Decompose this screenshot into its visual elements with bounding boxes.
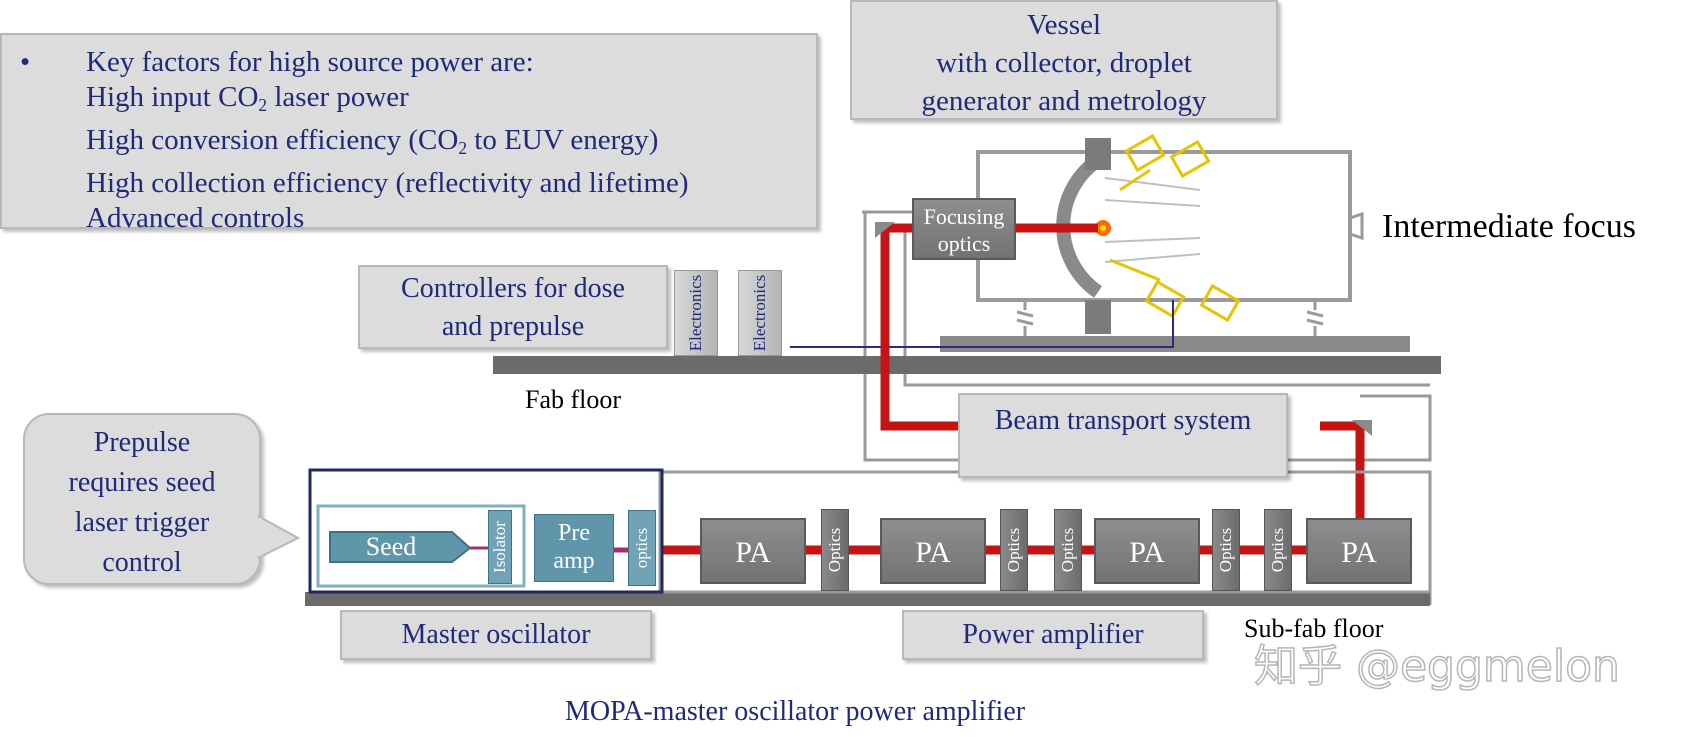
key-factor-3: High collection efficiency (reflectivity… xyxy=(86,167,689,200)
bullet: • xyxy=(20,46,31,78)
intermediate-focus-label: Intermediate focus xyxy=(1382,208,1636,245)
watermark: 知乎 @eggmelon xyxy=(1253,640,1620,693)
preamp-line1: Pre xyxy=(558,520,590,546)
optics-block-3: Optics xyxy=(1054,509,1082,591)
vessel-line2: with collector, droplet xyxy=(936,47,1192,79)
controllers-box: Controllers for dose and prepulse xyxy=(358,265,668,349)
sub-fab-floor-bar xyxy=(305,592,1430,606)
fab-floor-label: Fab floor xyxy=(525,385,622,414)
prepulse-line2: requires seed xyxy=(68,467,216,498)
power-amplifier-4: PA xyxy=(1306,518,1412,584)
master-oscillator-frame xyxy=(308,468,664,594)
power-amplifier-3: PA xyxy=(1094,518,1200,584)
optics-block-1: Optics xyxy=(821,509,849,591)
vessel-mounts xyxy=(1016,300,1324,336)
optics-block-4: Optics xyxy=(1212,509,1240,591)
focusing-optics: Focusing optics xyxy=(912,198,1016,260)
droplet-generator xyxy=(1085,138,1111,170)
master-oscillator-label: Master oscillator xyxy=(340,610,652,660)
vessel-label-box: Vessel with collector, droplet generator… xyxy=(850,0,1278,120)
electronics-cabinet-1: Electronics xyxy=(674,270,718,356)
focusing-optics-line2: optics xyxy=(937,231,991,256)
mo-optics-label: optics xyxy=(632,527,651,569)
figure-caption: MOPA-master oscillator power amplifier xyxy=(565,696,1026,727)
intermediate-focus-port xyxy=(1349,211,1364,241)
prepulse-line3: laser trigger xyxy=(74,507,210,538)
callout-pointer xyxy=(258,514,301,560)
euv-light-cone xyxy=(1104,177,1201,263)
droplet-catcher xyxy=(1085,300,1111,334)
prepulse-callout: Prepulse requires seed laser trigger con… xyxy=(23,413,261,585)
seed-label: Seed xyxy=(365,532,417,561)
turning-mirror xyxy=(1352,420,1372,436)
optics-block-2: Optics xyxy=(1000,509,1028,591)
metrology-cameras xyxy=(1109,133,1241,323)
prepulse-line1: Prepulse xyxy=(93,427,191,458)
controllers-line2: and prepulse xyxy=(441,311,585,342)
power-amplifier-2: PA xyxy=(880,518,986,584)
turning-mirror xyxy=(875,222,895,238)
vessel-line3: generator and metrology xyxy=(921,85,1207,117)
key-factor-4: Advanced controls xyxy=(86,202,305,235)
isolator-label: Isolator xyxy=(490,521,509,573)
prepulse-line4: control xyxy=(102,547,182,578)
key-factor-1: High input CO2 laser power xyxy=(86,81,409,116)
fab-floor-bar xyxy=(493,356,1441,374)
preamp-line2: amp xyxy=(553,548,595,574)
seed-laser xyxy=(329,531,472,563)
key-factors-box: • Key factors for high source power are:… xyxy=(0,33,818,234)
key-factors-heading: Key factors for high source power are: xyxy=(86,46,534,78)
preamp: Pre amp xyxy=(534,514,614,582)
optics-block-5: Optics xyxy=(1264,509,1292,591)
mo-optics: optics xyxy=(628,510,656,586)
control-cable xyxy=(790,300,1174,348)
vessel-title: Vessel xyxy=(1026,9,1102,41)
isolator: Isolator xyxy=(488,510,512,584)
beam-transport-box: Beam transport system xyxy=(958,393,1288,478)
sub-fab-floor-label: Sub-fab floor xyxy=(1244,614,1384,643)
focusing-optics-line1: Focusing xyxy=(923,204,1005,229)
vessel-base xyxy=(940,336,1410,352)
beam-transport-label: Beam transport system xyxy=(994,405,1252,436)
power-amplifier-label: Power amplifier xyxy=(902,610,1204,660)
electronics-cabinet-2: Electronics xyxy=(738,270,782,356)
key-factor-2: High conversion efficiency (CO2 to EUV e… xyxy=(86,124,659,159)
seed-isolator-enclosure xyxy=(316,504,526,588)
controllers-line1: Controllers for dose xyxy=(401,273,625,304)
power-amplifier-1: PA xyxy=(700,518,806,584)
